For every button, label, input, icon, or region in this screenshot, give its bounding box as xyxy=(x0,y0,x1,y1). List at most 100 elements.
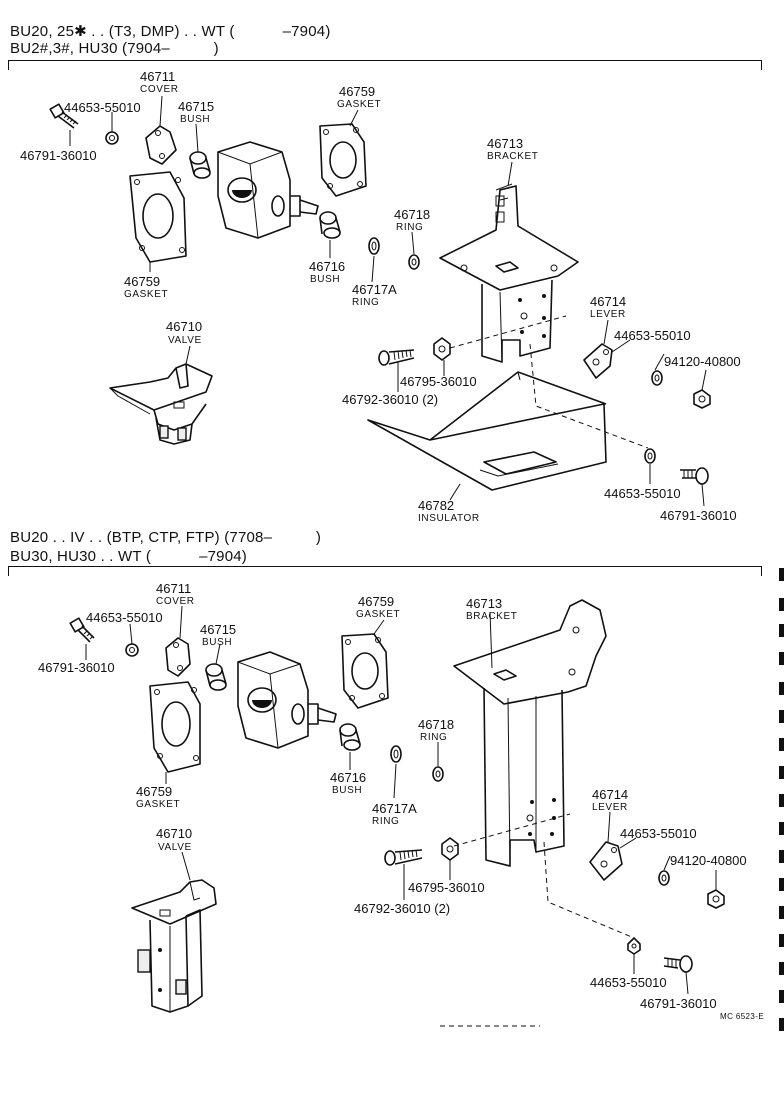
valve-46710-s2 xyxy=(131,879,217,1013)
section1-rule xyxy=(8,60,762,61)
edge-mark xyxy=(779,682,784,695)
section2-rule-right-tick xyxy=(761,566,762,576)
label-46759-left: 46759 xyxy=(124,274,160,289)
label-s2-46711: 46711 xyxy=(156,581,191,596)
ring-46718-s2 xyxy=(432,766,444,782)
nut-94120-s2 xyxy=(707,889,725,909)
valve-body-s2 xyxy=(237,651,337,749)
label-44653-55010-right: 44653-55010 xyxy=(614,328,691,343)
label-46791-36010-lower: 46791-36010 xyxy=(660,508,737,523)
label-s2-46792-36010: 46792-36010 (2) xyxy=(354,901,450,916)
section1-rule-left-tick xyxy=(8,60,9,70)
nut-44653-right xyxy=(651,370,663,386)
label-s2-44653-55010-lower: 44653-55010 xyxy=(590,975,667,990)
label-s2-46759-left: 46759 xyxy=(136,784,172,799)
dashed-line-s2-nut-to-bracket xyxy=(453,813,571,847)
label-46795-36010: 46795-36010 xyxy=(400,374,477,389)
cover-46711-s2 xyxy=(165,637,191,677)
insulator-46782 xyxy=(367,371,607,491)
section2-header-line2: BU30, HU30 . . WT ( –7904) xyxy=(10,548,248,565)
edge-mark xyxy=(779,568,784,581)
edge-mark xyxy=(779,878,784,891)
section2-rule xyxy=(8,566,762,567)
edge-mark xyxy=(779,624,784,637)
ring-46718 xyxy=(408,254,420,270)
label-s2-46715: 46715 xyxy=(200,622,236,637)
edge-mark xyxy=(779,962,784,975)
label-s2-46714: 46714 xyxy=(592,787,628,802)
nut-44653-s2-top-left xyxy=(125,643,139,657)
bush-46716 xyxy=(319,211,341,239)
washer-44653-s2-lower xyxy=(627,937,641,955)
figure-code: MC 6523-E xyxy=(720,1012,765,1021)
label-s2-cover: COVER xyxy=(156,596,195,607)
label-bush: BUSH xyxy=(180,114,210,125)
dashed-line-bracket-to-washer xyxy=(529,343,649,449)
label-44653-55010-lower: 44653-55010 xyxy=(604,486,681,501)
lever-46714-s2 xyxy=(589,841,623,881)
washer-44653-lower xyxy=(644,448,656,464)
label-s2-46791-36010-lower: 46791-36010 xyxy=(640,996,717,1011)
label-bracket: BRACKET xyxy=(487,151,538,162)
label-valve: VALVE xyxy=(168,335,202,346)
edge-mark xyxy=(779,906,784,919)
valve-body-top xyxy=(217,141,319,239)
label-46791-36010-top: 46791-36010 xyxy=(20,148,97,163)
label-46711: 46711 xyxy=(140,69,175,84)
bolt-46791-s2-top-left xyxy=(69,617,95,643)
edge-mark xyxy=(779,1018,784,1031)
bracket-46713-s2 xyxy=(453,599,607,867)
edge-mark xyxy=(779,822,784,835)
label-s2-ring-46718: RING xyxy=(420,732,447,743)
section1-leader-lines xyxy=(69,95,707,507)
label-46792-36010: 46792-36010 (2) xyxy=(342,392,438,407)
label-s2-46795-36010: 46795-36010 xyxy=(408,880,485,895)
lever-46714 xyxy=(583,343,613,379)
nut-46795 xyxy=(433,337,451,361)
bush-46715-s2 xyxy=(205,663,227,691)
gasket-46759-right xyxy=(319,123,367,197)
label-s2-46716: 46716 xyxy=(330,770,366,785)
label-44653-55010-top: 44653-55010 xyxy=(64,100,141,115)
bolt-46791-lower-right xyxy=(680,467,709,485)
cover-46711 xyxy=(145,125,177,165)
section1-header-line2: BU2#,3#, HU30 (7904– ) xyxy=(10,40,219,57)
gasket-46759-s2-right xyxy=(341,633,389,709)
label-lever: LEVER xyxy=(590,309,626,320)
nut-44653-top-left xyxy=(105,131,119,145)
edge-mark xyxy=(779,652,784,665)
bush-46716-s2 xyxy=(339,723,361,751)
label-46716: 46716 xyxy=(309,259,345,274)
label-s2-94120-40800: 94120-40800 xyxy=(670,853,747,868)
label-46715: 46715 xyxy=(178,99,214,114)
edge-mark xyxy=(779,850,784,863)
nut-44653-s2-right xyxy=(658,870,670,886)
label-46782: 46782 xyxy=(418,498,454,513)
bush-46715 xyxy=(189,151,211,179)
label-46759-right: 46759 xyxy=(339,84,375,99)
edge-mark xyxy=(779,934,784,947)
bolt-46792 xyxy=(378,349,415,366)
label-insulator: INSULATOR xyxy=(418,513,480,524)
label-gasket-left: GASKET xyxy=(124,289,168,300)
edge-mark xyxy=(779,766,784,779)
edge-mark xyxy=(779,794,784,807)
label-s2-valve: VALVE xyxy=(158,842,192,853)
label-s2-46791-36010-top: 46791-36010 xyxy=(38,660,115,675)
bolt-46791-s2-lower-right xyxy=(663,955,693,973)
label-s2-bracket: BRACKET xyxy=(466,611,517,622)
label-ring-46717A: RING xyxy=(352,297,379,308)
label-s2-bush: BUSH xyxy=(202,637,232,648)
bolt-46792-s2 xyxy=(384,849,423,866)
label-s2-44653-55010-right: 44653-55010 xyxy=(620,826,697,841)
gasket-46759-s2-left xyxy=(149,681,201,773)
bracket-46713 xyxy=(439,183,579,363)
gasket-46759-left xyxy=(129,171,187,263)
label-s2-46713: 46713 xyxy=(466,596,502,611)
label-s2-46717A: 46717A xyxy=(372,801,417,816)
label-s2-ring-46717A: RING xyxy=(372,816,399,827)
dashed-line-s2-bracket-to-washer xyxy=(543,841,635,939)
edge-mark xyxy=(779,738,784,751)
valve-46710 xyxy=(109,363,213,445)
